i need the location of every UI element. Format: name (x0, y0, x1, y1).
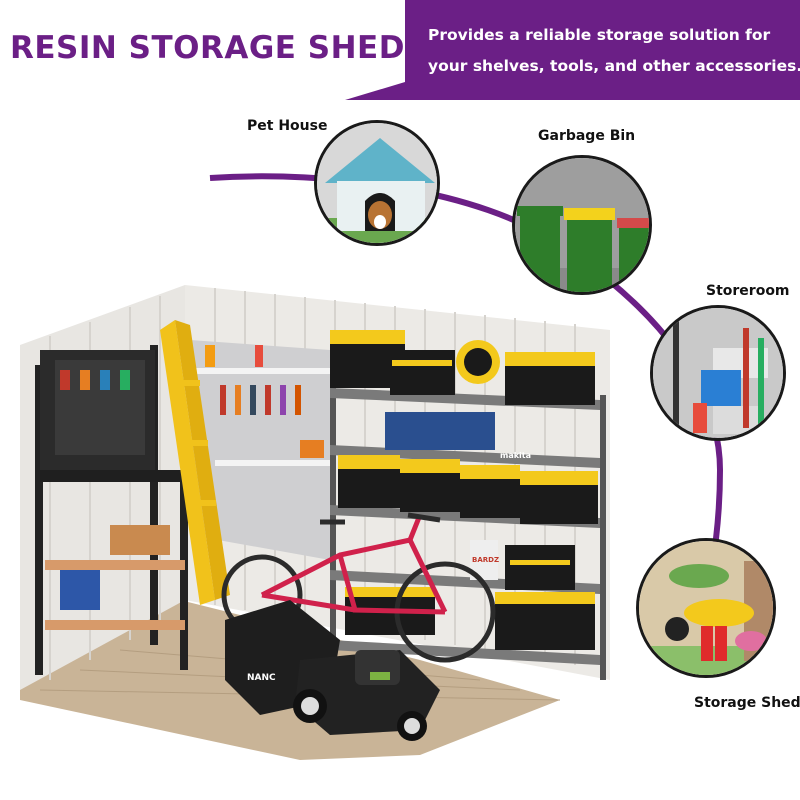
pet-house-image (317, 123, 437, 243)
case-brand: makita (500, 451, 531, 460)
banner-text: Provides a reliable storage solution for… (428, 20, 800, 82)
storeroom-circle (650, 305, 786, 441)
garbage-bin-label: Garbage Bin (538, 128, 636, 144)
workbench (35, 345, 190, 675)
storage-shed-image (639, 541, 773, 675)
ladder (160, 320, 230, 605)
hanging-tools (205, 345, 324, 458)
tool-case (385, 412, 495, 450)
page-title: RESIN STORAGE SHED (10, 30, 405, 66)
wall-shelf (215, 460, 330, 466)
lawn-mower (225, 600, 440, 741)
wall-shelf (195, 368, 330, 374)
garbage-bin-image (515, 158, 649, 292)
mower-brand: NANC (247, 673, 276, 683)
pet-house-label: Pet House (247, 118, 328, 134)
storage-shed-circle (636, 538, 776, 678)
banner-line-2: your shelves, tools, and other accessori… (428, 57, 800, 75)
storeroom-label: Storeroom (706, 283, 790, 299)
storage-bins (330, 330, 598, 650)
garbage-bin-circle (512, 155, 652, 295)
wheelbarrow (684, 599, 754, 627)
header-banner (345, 0, 800, 100)
storeroom-image (653, 308, 783, 438)
banner-line-1: Provides a reliable storage solution for (428, 26, 771, 44)
storage-shed-label: Storage Shed (694, 695, 800, 711)
box-brand: BARDZ (472, 556, 499, 564)
pet-house-circle (314, 120, 440, 246)
